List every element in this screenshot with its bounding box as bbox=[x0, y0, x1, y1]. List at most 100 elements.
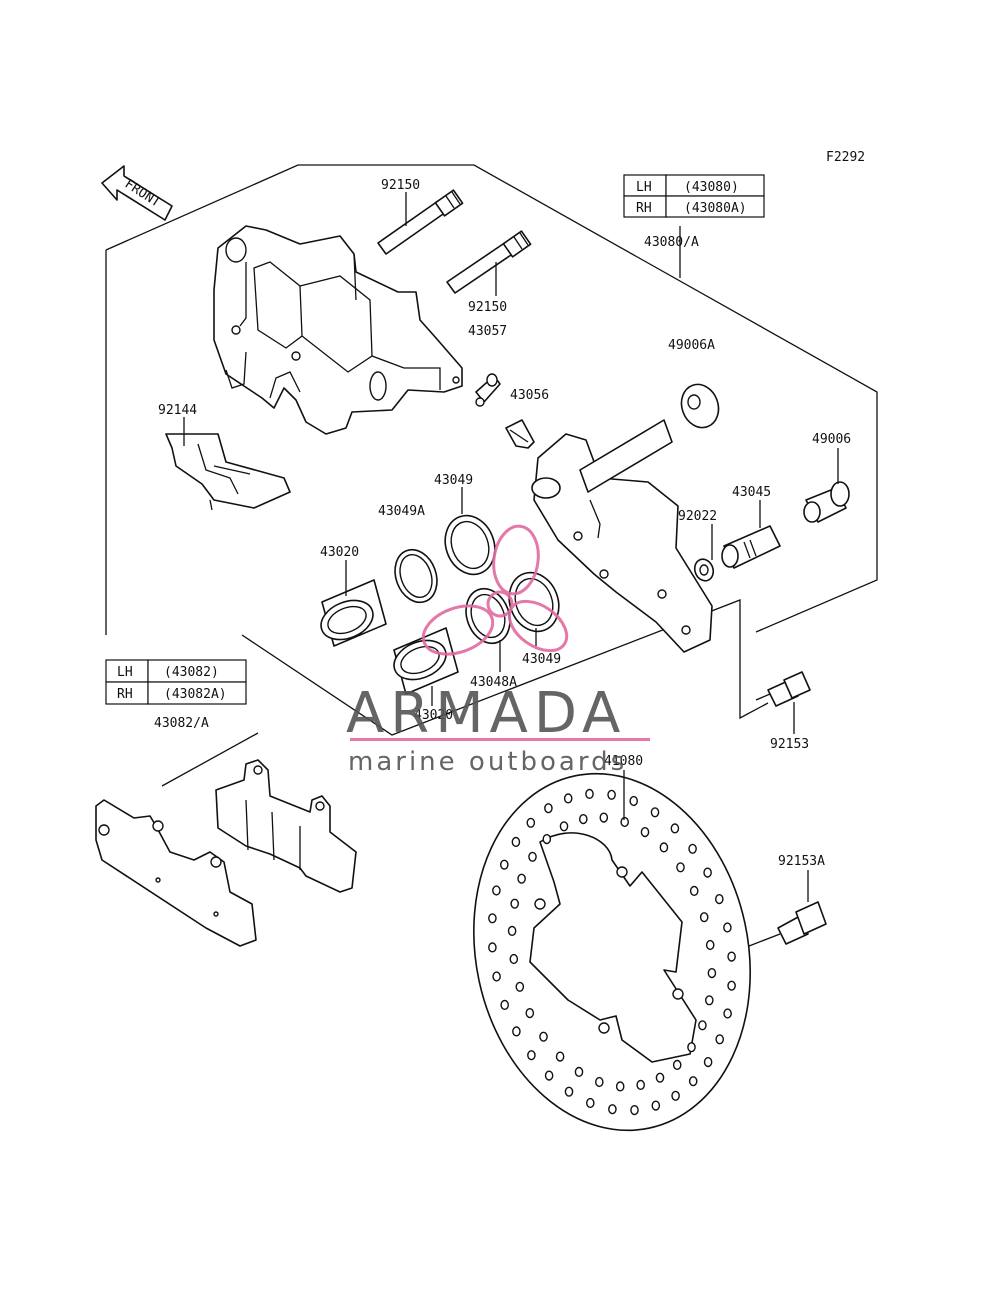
figure-code: F2292 bbox=[826, 150, 865, 165]
disc-vent-hole bbox=[599, 812, 609, 823]
pad-side-table: LH (43082) RH (43082A) bbox=[105, 659, 247, 705]
disc-vent-hole bbox=[512, 1026, 521, 1037]
propeller-logo-icon bbox=[421, 524, 569, 656]
disc-vent-hole bbox=[703, 867, 712, 878]
disc-vent-hole bbox=[507, 925, 517, 937]
disc-vent-hole bbox=[705, 939, 715, 951]
disc-vent-hole bbox=[525, 1007, 535, 1019]
disc-vent-hole bbox=[492, 971, 501, 982]
caliper-assembly-outline bbox=[105, 164, 878, 736]
disc-vent-hole bbox=[527, 1050, 536, 1061]
pad-spring bbox=[165, 433, 291, 511]
bolt-92153 bbox=[755, 671, 811, 707]
disc-vent-hole bbox=[727, 980, 736, 991]
disc-vent-hole bbox=[563, 793, 573, 804]
disc-vent-hole bbox=[699, 912, 709, 923]
disc-vent-hole bbox=[499, 859, 509, 870]
watermark-rule bbox=[350, 738, 650, 741]
pad-table-part-rh: (43082A) bbox=[164, 687, 227, 702]
disc-vent-hole bbox=[585, 788, 594, 800]
disc-vent-hole bbox=[542, 833, 552, 845]
disc-vent-hole bbox=[723, 1008, 732, 1019]
disc-vent-hole bbox=[687, 1042, 696, 1053]
slide-pin-upper bbox=[377, 189, 464, 255]
caliper-table-part-rh: (43080A) bbox=[684, 201, 747, 216]
label-43056: 43056 bbox=[510, 388, 549, 403]
disc-vent-hole bbox=[510, 898, 520, 909]
disc-vent-hole bbox=[620, 816, 630, 828]
disc-vent-hole bbox=[723, 922, 732, 933]
caliper-bracket bbox=[531, 383, 720, 653]
disc-vent-hole bbox=[615, 1081, 625, 1092]
disc-vent-hole bbox=[595, 1076, 604, 1088]
washer bbox=[693, 558, 715, 582]
disc-vent-hole bbox=[564, 1086, 574, 1097]
disc-vent-hole bbox=[636, 1079, 646, 1091]
label-92153: 92153 bbox=[770, 737, 809, 752]
disc-vent-hole bbox=[715, 1034, 725, 1045]
disc-vent-hole bbox=[526, 817, 536, 828]
piston-43020-upper bbox=[320, 579, 387, 647]
label-43020-upper: 43020 bbox=[320, 545, 359, 560]
piston-seal-43048A bbox=[465, 587, 511, 645]
disc-vent-hole bbox=[544, 1070, 554, 1081]
watermark-subtitle: marine outboards bbox=[348, 747, 627, 777]
label-49006A: 49006A bbox=[668, 338, 715, 353]
pad-table-side-rh: RH bbox=[117, 687, 133, 702]
disc-vent-hole bbox=[528, 851, 537, 862]
label-92150-upper: 92150 bbox=[381, 178, 420, 193]
pad-assembly-outline bbox=[161, 732, 259, 787]
disc-vent-hole bbox=[559, 821, 569, 832]
disc-vent-hole bbox=[671, 1090, 680, 1101]
label-49006: 49006 bbox=[812, 432, 851, 447]
caliper-table-side-lh: LH bbox=[636, 180, 652, 195]
label-43057: 43057 bbox=[468, 324, 507, 339]
piston-seal-43049A bbox=[394, 548, 438, 604]
disc-vent-hole bbox=[707, 967, 717, 979]
disc-vent-hole bbox=[500, 999, 510, 1011]
bolt-92153A bbox=[743, 901, 827, 949]
disc-vent-hole bbox=[650, 807, 660, 818]
piston-seal-43049-upper bbox=[444, 514, 496, 576]
disc-vent-hole bbox=[629, 795, 639, 807]
label-43082: 43082/A bbox=[154, 716, 209, 731]
disc-vent-hole bbox=[607, 789, 616, 800]
label-43049A: 43049A bbox=[378, 504, 425, 519]
caliper-body bbox=[213, 225, 463, 435]
disc-vent-hole bbox=[509, 953, 519, 965]
brake-pad bbox=[215, 759, 357, 893]
label-43048A: 43048A bbox=[470, 675, 517, 690]
disc-vent-hole bbox=[544, 803, 553, 814]
slide-pin-lower bbox=[446, 230, 532, 294]
label-92153A: 92153A bbox=[778, 854, 825, 869]
caliper-table-part-lh: (43080) bbox=[684, 180, 739, 195]
disc-vent-hole bbox=[698, 1020, 707, 1031]
disc-vent-hole bbox=[689, 885, 699, 897]
label-92150-lower: 92150 bbox=[468, 300, 507, 315]
disc-vent-holes bbox=[488, 788, 736, 1116]
brake-pad-shim bbox=[95, 799, 257, 947]
label-43045: 43045 bbox=[732, 485, 771, 500]
disc-vent-hole bbox=[608, 1104, 617, 1115]
disc-vent-hole bbox=[703, 1056, 713, 1068]
label-43049-lower: 43049 bbox=[522, 652, 561, 667]
disc-vent-hole bbox=[488, 913, 497, 924]
disc-vent-hole bbox=[670, 823, 680, 834]
watermark-title: ARMADA bbox=[346, 681, 626, 746]
armada-logo-watermark: ARMADA marine outboards bbox=[346, 524, 650, 777]
label-92144: 92144 bbox=[158, 403, 197, 418]
disc-vent-hole bbox=[651, 1100, 661, 1111]
front-arrow-icon: FRONT bbox=[101, 165, 173, 221]
label-92022: 92022 bbox=[678, 509, 717, 524]
bracket-pin bbox=[721, 525, 781, 569]
disc-vent-hole bbox=[586, 1097, 595, 1109]
disc-vent-hole bbox=[492, 885, 501, 896]
disc-vent-hole bbox=[511, 836, 521, 848]
disc-vent-hole bbox=[705, 995, 714, 1006]
disc-vent-hole bbox=[727, 951, 736, 962]
disc-vent-hole bbox=[517, 873, 526, 884]
disc-vent-hole bbox=[672, 1059, 682, 1071]
disc-vent-hole bbox=[555, 1051, 565, 1062]
disc-vent-hole bbox=[688, 1076, 698, 1087]
pad-table-side-lh: LH bbox=[117, 665, 133, 680]
